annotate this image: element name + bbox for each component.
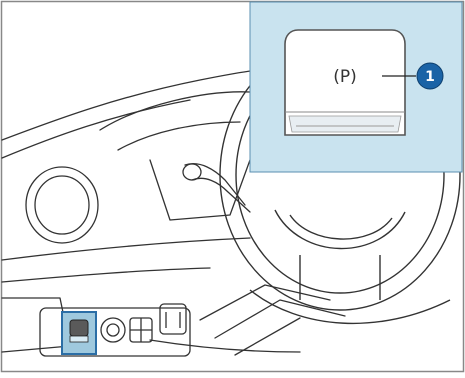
callout-number-label: 1 [425,69,435,85]
inset-panel [250,2,462,172]
parking-brake-switch-highlight [62,312,96,354]
parking-symbol-label: (P) [333,67,357,87]
